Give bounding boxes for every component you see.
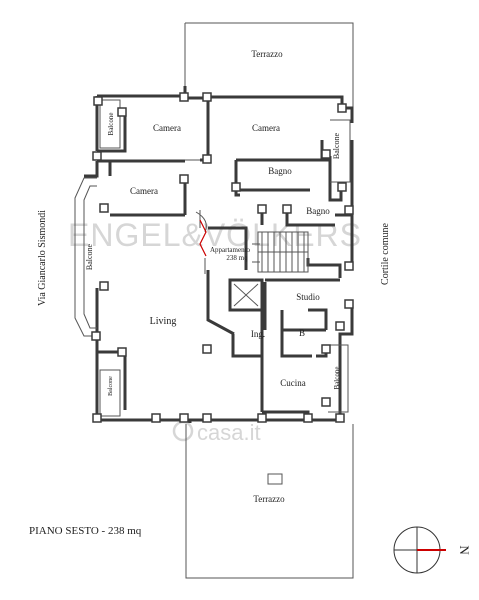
room-label-camera-3: Camera [130,186,158,196]
room-label-balcone-bottom-left: Balcone [108,376,114,396]
room-label-bagno-1: Bagno [268,166,292,176]
room-label-studio: Studio [296,292,320,302]
room-label-balcone-right-top: Balcone [332,132,341,159]
bay-balcony-left-inner [83,185,97,329]
room-label-bagno-2: Bagno [306,206,330,216]
room-label-balcone-right-bottom: Balcone [333,367,341,390]
room-label-camera-1: Camera [153,123,181,133]
room-label-living: Living [150,316,177,327]
room-label-camera-2: Camera [252,123,280,133]
bay-balcony-left [74,177,97,337]
apartment-boundary-marker [199,219,207,257]
street-label: Via Giancarlo Sismondi [37,210,48,306]
staircase [252,231,309,273]
courtyard-label: Cortile comune [380,222,391,284]
watermark-site: casa.it [172,420,261,445]
room-label-terrazzo-bottom: Terrazzo [253,494,285,504]
room-label-balcone-top-left: Balcone [107,113,115,136]
columns [91,92,354,423]
floor-caption: PIANO SESTO - 238 mq [29,525,142,537]
north-compass: N [393,526,472,574]
terrace-bottom [185,424,354,579]
room-label-balcone-left: Balcone [85,243,94,270]
room-label-cucina: Cucina [280,378,306,388]
terrace-top [184,22,354,108]
compass-letter: N [457,545,472,555]
room-label-bagno-small: B [299,328,305,338]
apartment-label-line1: Appartamento [210,246,251,254]
interior-walls [97,97,352,420]
room-label-ingresso: Ing. [251,329,265,339]
apartment-label-line2: 238 mq [226,254,248,262]
room-label-terrazzo-top: Terrazzo [251,49,283,59]
watermark-site-text: casa.it [197,420,261,445]
watermark-brand: ENGEL&VÖLKERS [68,217,362,253]
